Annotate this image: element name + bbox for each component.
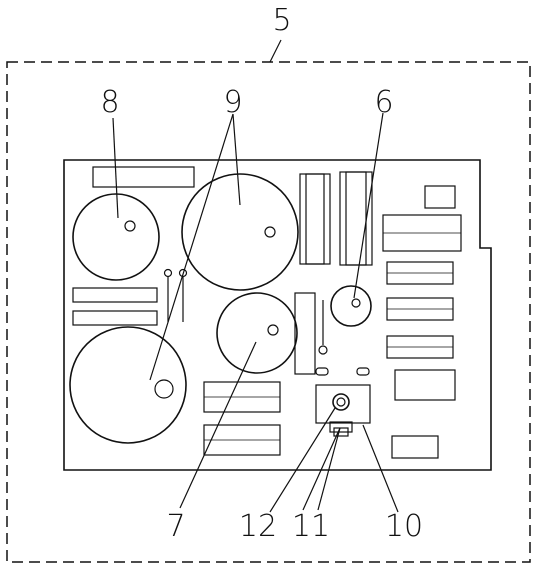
right-ic-5 xyxy=(394,369,456,401)
right-ic-3 xyxy=(386,297,454,321)
vertical-block-left xyxy=(299,173,331,265)
callout-5: 5 xyxy=(272,3,291,38)
capacitor-7 xyxy=(216,292,298,374)
capacitor-9-upper xyxy=(181,173,299,291)
callout-11: 11 xyxy=(292,509,330,544)
pad-left xyxy=(315,367,329,376)
capacitor-8 xyxy=(72,193,160,281)
callout-7: 7 xyxy=(166,509,185,544)
circuit-board-outline xyxy=(63,159,492,471)
right-ic-bottom xyxy=(391,435,439,459)
bottom-ic-lower xyxy=(203,424,281,456)
callout-8: 8 xyxy=(100,85,119,120)
capacitor-6 xyxy=(330,285,372,327)
right-ic-1 xyxy=(382,214,462,252)
callout-10: 10 xyxy=(385,509,423,544)
leader-lines xyxy=(112,39,399,513)
right-ic-4 xyxy=(386,335,454,359)
left-strip-lower xyxy=(72,310,158,326)
callout-9: 9 xyxy=(223,85,242,120)
left-strip-upper xyxy=(72,287,158,303)
callout-12: 12 xyxy=(239,509,277,544)
bottom-ic-upper xyxy=(203,381,281,413)
right-ic-2 xyxy=(386,261,454,285)
vertical-resistor xyxy=(294,292,328,375)
pad-right xyxy=(356,367,370,376)
mounting-block-10 xyxy=(315,384,371,437)
small-leaded-parts xyxy=(163,268,188,322)
right-ic-top xyxy=(424,185,456,209)
top-left-connector xyxy=(92,166,195,188)
vertical-block-right xyxy=(339,171,373,266)
assembly-boundary xyxy=(6,61,531,563)
capacitor-9-lower xyxy=(69,326,187,444)
callout-6: 6 xyxy=(374,85,393,120)
